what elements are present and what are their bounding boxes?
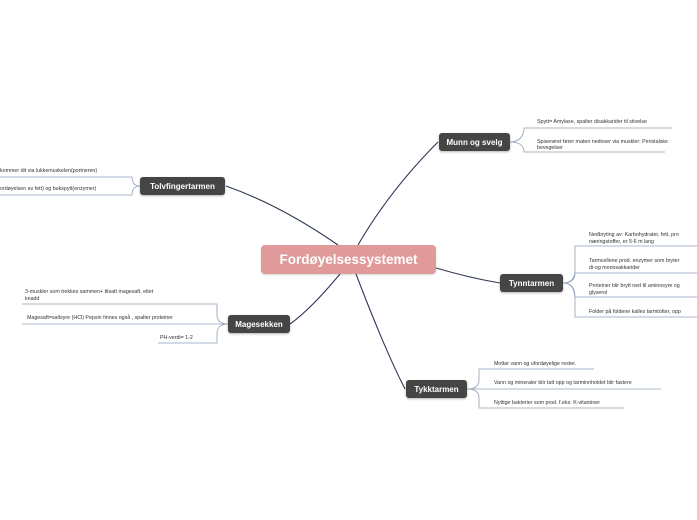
leaf-nedbryting-2[interactable]: næringstoffer, er 5-6 m lang <box>589 239 654 245</box>
topic-tykktarmen[interactable]: Tykktarmen <box>406 380 467 398</box>
leaf-proteiner[interactable]: Proteiner blir brytt ned til aminosyre o… <box>589 283 680 289</box>
leaf-vann-mineraler[interactable]: Vann og mineraler blir tatt opp og tarmi… <box>494 380 632 386</box>
leaf-nedbryting[interactable]: Nedbryting av: Karbohydrater, fett, pro <box>589 232 679 238</box>
leaf-folder[interactable]: Folder på foldene kalles tarmtotter, opp <box>589 309 681 315</box>
leaf-tarmcellene[interactable]: Tarmcellene prod. enzymer som bryter <box>589 258 680 264</box>
leaf-spiseroret[interactable]: Spiserøret fører maten nedover via muskl… <box>537 139 668 145</box>
leaf-spytt[interactable]: Spytt= Amylase, spalter disakkarider til… <box>537 119 647 125</box>
leaf-lukkemuskel[interactable]: kommer dit via lukkemuskelen(portneren) <box>0 168 98 174</box>
leaf-muskler[interactable]: 3-muskler som trekkes sammen+ tilsatt ma… <box>25 289 154 295</box>
topic-tynntarmen[interactable]: Tynntarmen <box>500 274 563 292</box>
leaf-spiseroret-2[interactable]: bevegelser <box>537 145 563 151</box>
topic-magesekken[interactable]: Magesekken <box>228 315 290 333</box>
central-topic[interactable]: Fordøyelsessystemet <box>261 245 436 274</box>
leaf-proteiner-2[interactable]: glyserol <box>589 290 608 296</box>
topic-tolvfingertarmen[interactable]: Tolvfingertarmen <box>140 177 225 195</box>
leaf-muskler-2[interactable]: knadd <box>25 296 40 302</box>
leaf-bukspytt[interactable]: ordøyelsen av fett) og bukspytt(enzymer) <box>0 186 97 192</box>
topic-munn-og-svelg[interactable]: Munn og svelg <box>439 133 510 151</box>
leaf-tarmcellene-2[interactable]: di-og monosakkarider <box>589 265 640 271</box>
leaf-ph-verdi[interactable]: PH-verdi= 1-2 <box>160 335 193 341</box>
leaf-mottar-vann[interactable]: Mottar vann og ufordøyelige rester. <box>494 361 577 367</box>
leaf-bakterier[interactable]: Nyttige bakterier som prod. f.eks: K-vit… <box>494 400 600 406</box>
leaf-magesaft[interactable]: Magesaft=saltsyre (HCl) Pepsin finnes og… <box>27 315 173 321</box>
